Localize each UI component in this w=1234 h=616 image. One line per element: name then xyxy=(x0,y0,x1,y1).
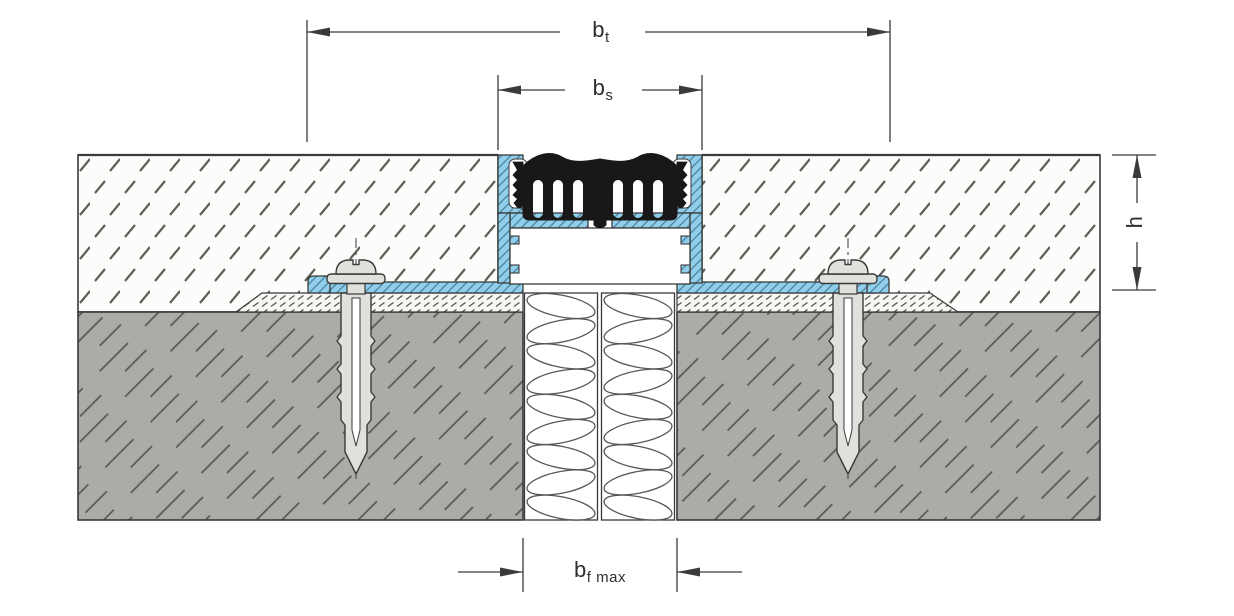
rubber-insert-body xyxy=(522,153,678,229)
dimension-label-h: h xyxy=(1120,204,1150,240)
profile-left-rail-lower xyxy=(497,212,511,284)
concrete-right xyxy=(676,311,1101,521)
dimension-label-bt: bt xyxy=(561,18,641,50)
profile-hooks xyxy=(509,235,691,274)
profile-hollow-chamber xyxy=(509,227,691,285)
dimension-bs xyxy=(497,75,703,150)
dimension-label-bs: bs xyxy=(563,76,643,108)
dimension-label-bf-max: bf max xyxy=(540,558,660,590)
mortar-bed-right xyxy=(676,292,960,313)
bt-subscript: t xyxy=(605,29,610,46)
h-text: h xyxy=(1122,215,1147,229)
mineral-wool-right-strip xyxy=(600,292,676,521)
rubber-insert-right-spike xyxy=(676,161,688,209)
concrete-left xyxy=(77,311,524,521)
rubber-insert xyxy=(512,153,688,229)
bs-subscript: s xyxy=(605,87,614,104)
bt-base: b xyxy=(592,17,606,42)
profile-left-edge-dam xyxy=(307,275,331,294)
bf-base: b xyxy=(574,557,587,582)
dimensions xyxy=(306,20,1156,592)
bs-base: b xyxy=(592,75,606,100)
bf-subscript: f max xyxy=(586,569,626,586)
mineral-wool-left-strip xyxy=(523,292,599,521)
profile-right-rail-lower xyxy=(689,212,703,284)
rubber-insert-left-spike xyxy=(512,161,524,209)
mineral-wool xyxy=(523,288,676,526)
dimension-h xyxy=(1112,154,1156,291)
dimension-bt xyxy=(306,20,891,142)
mortar-bed-left xyxy=(234,292,524,313)
dimension-bf-max xyxy=(458,538,742,592)
